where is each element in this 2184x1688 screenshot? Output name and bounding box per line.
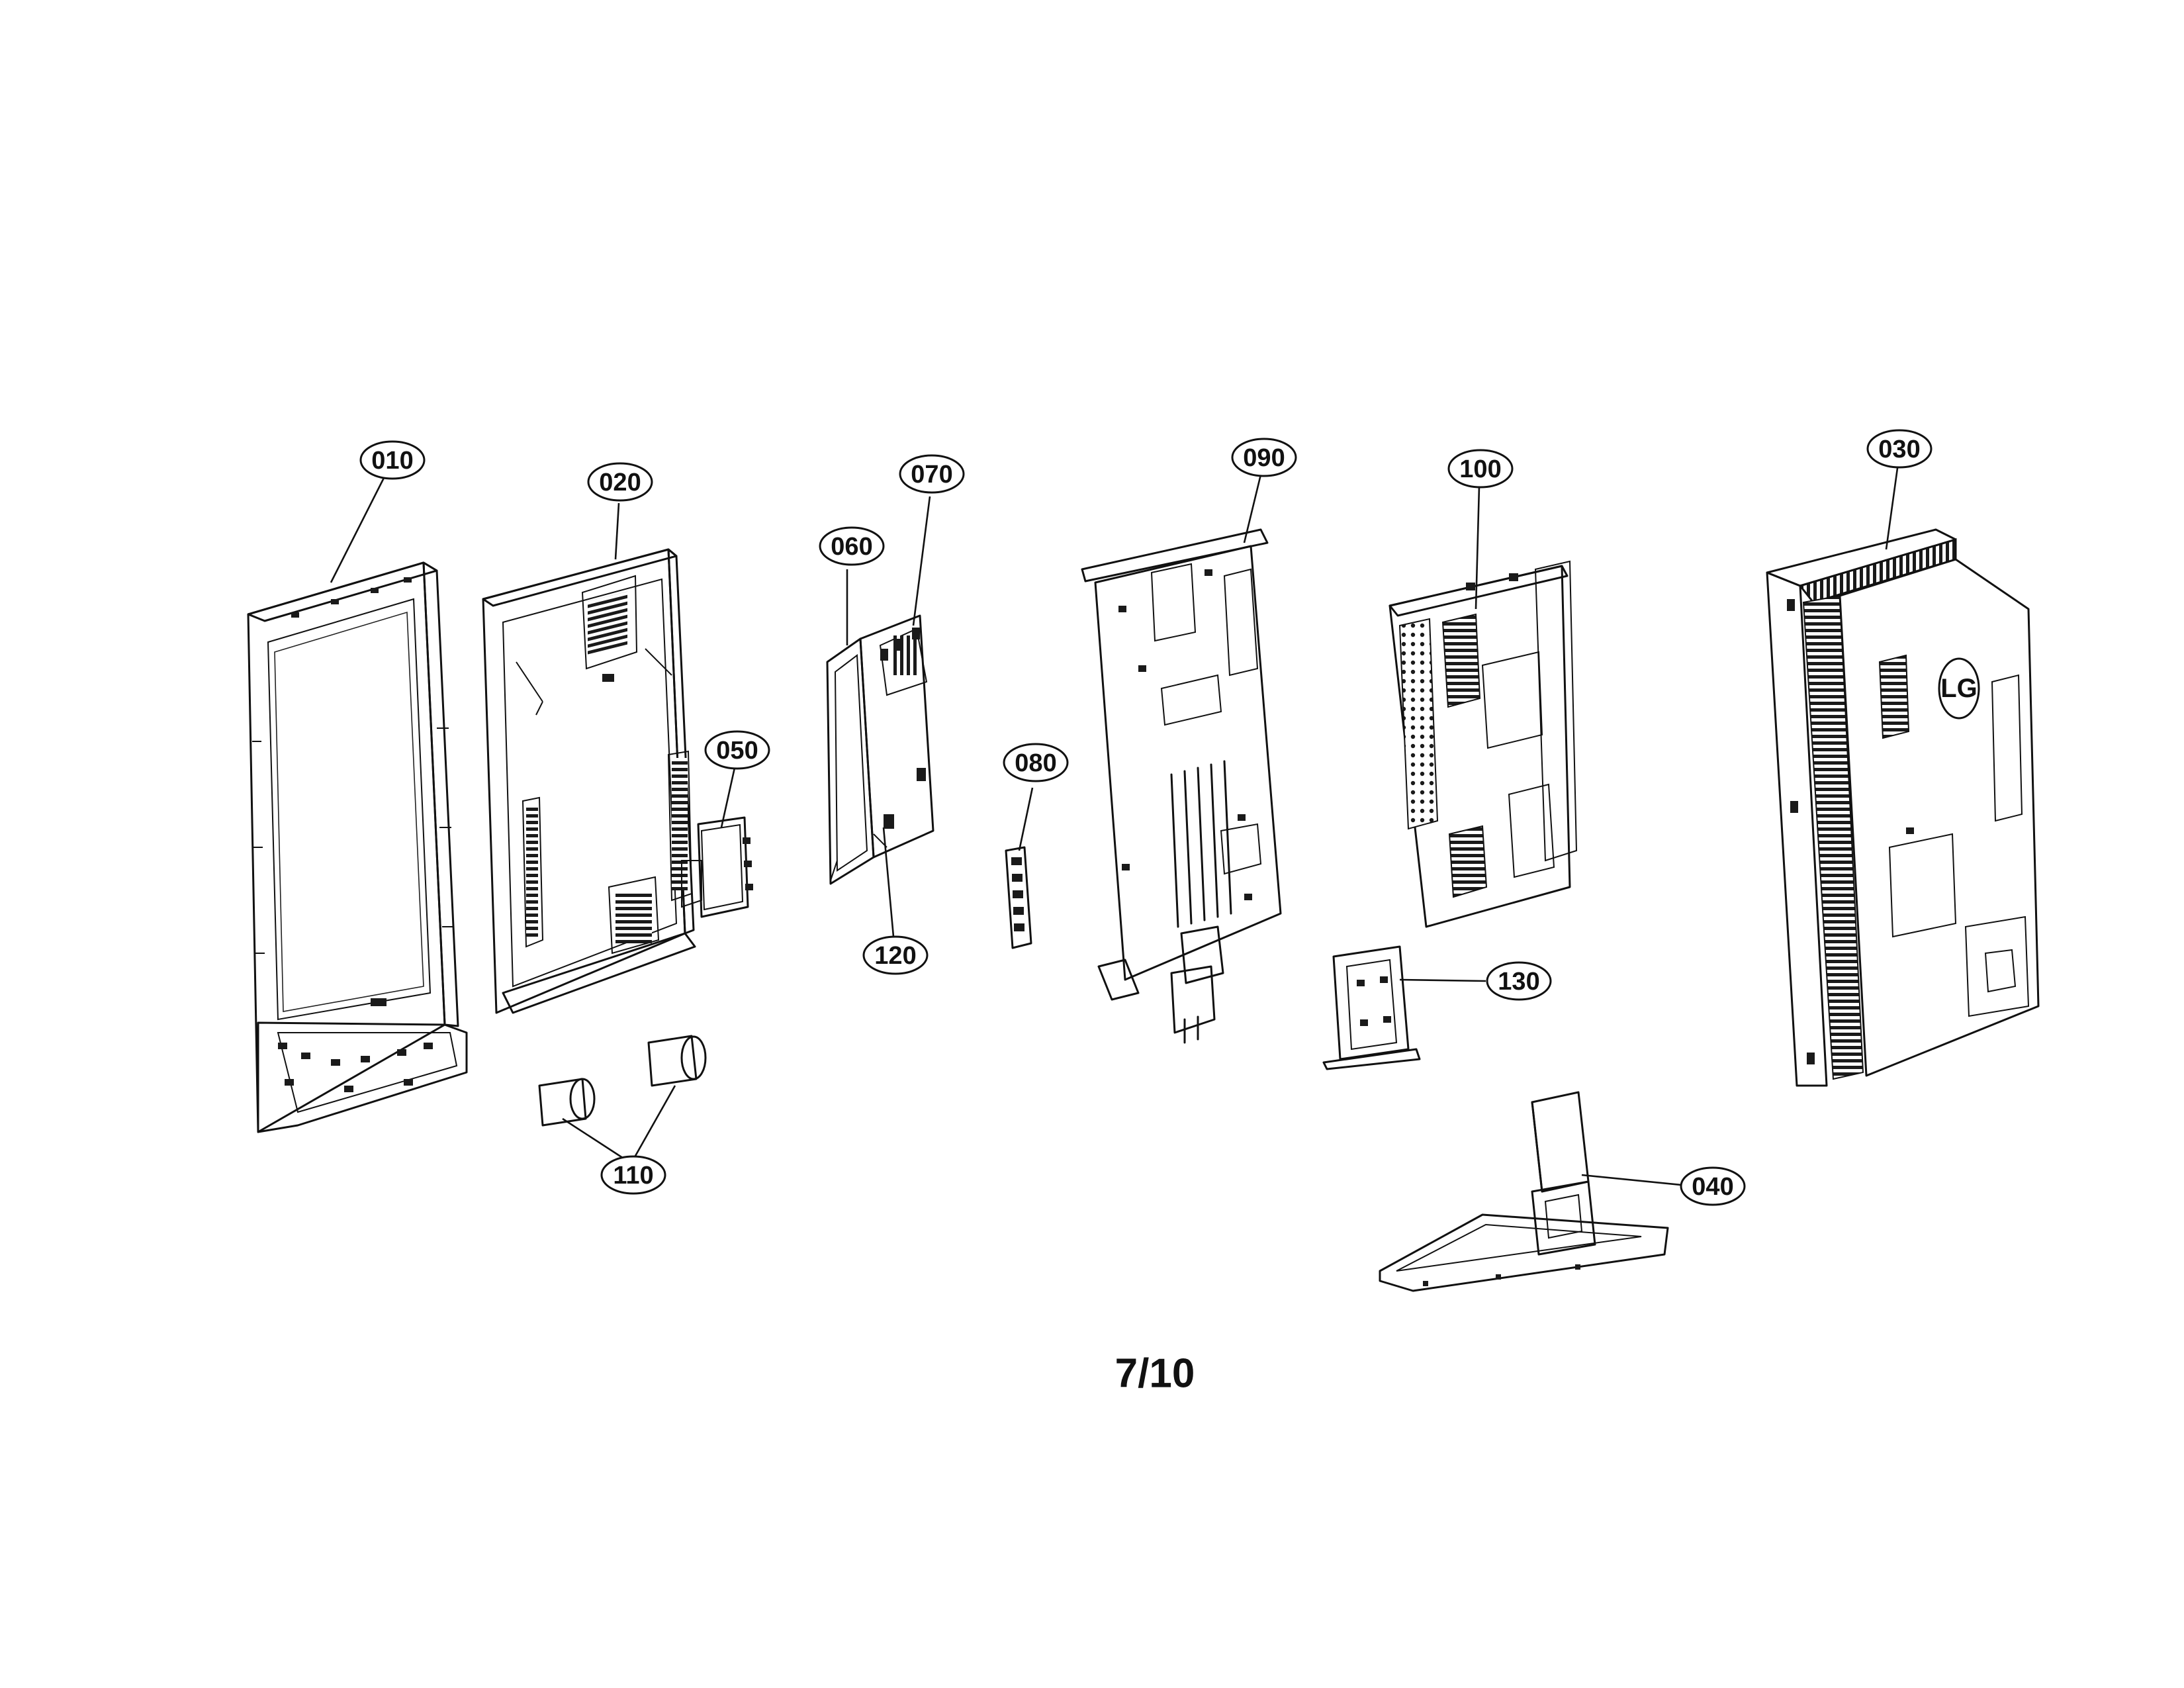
callout-050: 050: [704, 730, 770, 770]
callout-080: 080: [1003, 743, 1069, 782]
brand-logo-text: LG: [1940, 674, 1978, 703]
callout-090: 090: [1231, 438, 1297, 477]
callout-120: 120: [862, 935, 929, 975]
part-shield-cover: [1322, 560, 1578, 1070]
part-stand: [1379, 1091, 1669, 1292]
part-power-boards: [826, 614, 934, 885]
part-speakers: [538, 1035, 707, 1127]
svg-text:030: 030: [1878, 436, 1920, 463]
svg-text:090: 090: [1243, 444, 1285, 472]
svg-text:020: 020: [599, 469, 641, 496]
callout-010: 010: [359, 440, 426, 480]
svg-text:080: 080: [1015, 749, 1056, 777]
page-number: 7/10: [1115, 1351, 1195, 1397]
svg-text:130: 130: [1498, 968, 1539, 996]
svg-text:110: 110: [613, 1162, 653, 1190]
callout-070: 070: [899, 454, 965, 494]
callout-110: 110: [600, 1155, 666, 1195]
svg-text:120: 120: [874, 942, 916, 970]
part-back-cover: LG: [1766, 528, 2040, 1087]
svg-text:070: 070: [911, 461, 952, 489]
part-main-bracket: [1081, 528, 1282, 1044]
leader-lines: [330, 463, 1899, 1188]
svg-text:100: 100: [1459, 455, 1501, 483]
svg-text:060: 060: [831, 533, 872, 561]
svg-text:050: 050: [716, 737, 758, 765]
callout-130: 130: [1486, 961, 1552, 1001]
svg-text:010: 010: [371, 447, 413, 475]
callout-100: 100: [1447, 449, 1514, 489]
callout-020: 020: [587, 462, 653, 502]
callout-060: 060: [819, 526, 885, 566]
part-lcd-frame: [482, 548, 753, 1014]
callout-040: 040: [1680, 1166, 1746, 1206]
part-front-bezel: [247, 561, 468, 1133]
part-key-board: [1005, 846, 1032, 949]
callout-030: 030: [1866, 429, 1933, 469]
svg-text:040: 040: [1692, 1173, 1733, 1201]
